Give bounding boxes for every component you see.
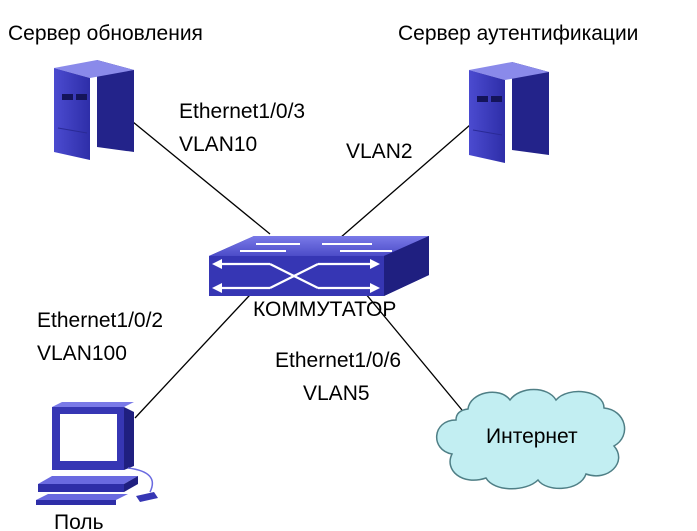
link-user [134,281,263,419]
internet-port-label: Ethernet1/0/6 [275,349,401,372]
internet-vlan-label: VLAN5 [303,382,370,405]
update-server-vlan-label: VLAN10 [179,133,257,156]
internet-cloud-icon [435,388,626,490]
update-server-label: Сервер обновления [8,22,203,45]
update-server-port-label: Ethernet1/0/3 [179,100,305,123]
switch-label: КОММУТАТОР [253,298,396,321]
internet-label: Интернет [486,425,578,448]
update-server-icon [54,60,134,160]
auth-server-label: Сервер аутентификации [398,22,638,45]
user-label: Поль [54,511,104,531]
user-port-label: Ethernet1/0/2 [37,309,163,332]
link-update-server [132,121,271,235]
link-auth-server [339,124,471,239]
auth-server-vlan-label: VLAN2 [346,140,413,163]
switch-icon [209,236,429,296]
auth-server-icon [469,62,549,163]
user-vlan-label: VLAN100 [37,342,127,365]
user-pc-icon [36,402,158,505]
